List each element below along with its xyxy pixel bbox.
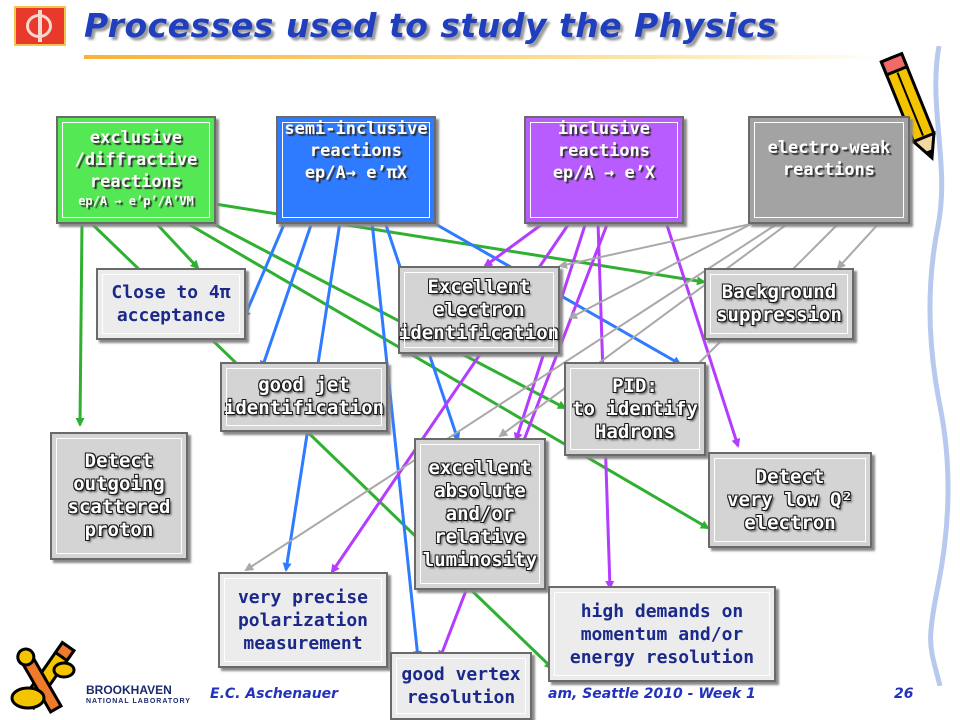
requirement-vertex-text: good vertex resolution [401, 664, 521, 708]
category-inclusive: inclusive reactions ep/A → e’X [524, 116, 684, 224]
arrow-ew-background [836, 221, 881, 270]
requirement-luminosity-text: excellent absolute and/or relative lumin… [422, 456, 538, 571]
lab-logo [14, 6, 66, 46]
requirement-jet-text: good jet identification [223, 374, 385, 419]
requirement-jet: good jet identification [220, 362, 388, 432]
footer-page-number: 26 [894, 686, 914, 702]
requirement-momentum: high demands on momentum and/or energy r… [548, 586, 776, 682]
requirement-polarization-text: very precise polarization measurement [237, 586, 369, 654]
category-exclusive: exclusive /diffractive reactions ep/A → … [56, 116, 216, 224]
requirement-luminosity: excellent absolute and/or relative lumin… [414, 438, 546, 590]
tools-clipart-icon [10, 640, 76, 715]
category-semi-inclusive-label: semi-inclusive reactions ep/A→ e’πX [284, 119, 428, 183]
requirement-low-q2: Detect very low Q² electron [708, 452, 872, 548]
arrow-incl-electron [483, 220, 546, 268]
pencil-icon [879, 51, 936, 162]
slide-title: Processes used to study the Physics [84, 6, 777, 45]
brookhaven-name: BROOKHAVEN [86, 683, 172, 697]
requirement-momentum-text: high demands on momentum and/or energy r… [569, 600, 755, 668]
category-inclusive-label: inclusive reactions ep/A → e’X [552, 119, 656, 183]
arrow-exclusive-proton [75, 221, 85, 427]
requirement-close-4pi-text: Close to 4π acceptance [111, 282, 231, 326]
requirement-low-q2-text: Detect very low Q² electron [727, 465, 853, 534]
category-exclusive-label: exclusive /diffractive reactions [74, 128, 198, 192]
arrow-ew-electron [558, 221, 761, 269]
requirement-pid: PID: to identify Hadrons [564, 362, 706, 456]
requirement-proton-text: Detect outgoing scattered proton [67, 450, 171, 541]
requirement-excellent-electron: Excellent electron identification [398, 266, 560, 354]
requirement-pid-text: PID: to identify Hadrons [572, 374, 698, 443]
logo-bar [38, 10, 42, 42]
arrow-semi-close4pi [242, 221, 287, 320]
category-exclusive-text: exclusive /diffractive reactions ep/A → … [75, 105, 198, 231]
category-semi-inclusive: semi-inclusive reactions ep/A→ e’πX [276, 116, 436, 224]
requirement-vertex: good vertex resolution [390, 652, 532, 720]
category-electroweak: electro-weak reactions [748, 116, 910, 224]
brookhaven-subtitle: NATIONAL LABORATORY [86, 698, 191, 705]
decorative-curl [927, 46, 951, 686]
footer-author: E.C. Aschenauer [210, 686, 339, 702]
requirement-background: Background suppression [704, 268, 854, 340]
footer-program: am, Seattle 2010 - Week 1 [548, 686, 756, 702]
category-electroweak-label: electro-weak reactions [767, 138, 891, 180]
category-exclusive-sub: ep/A → e’p’/A’VM [78, 194, 194, 208]
requirement-proton: Detect outgoing scattered proton [50, 432, 188, 560]
requirement-polarization: very precise polarization measurement [218, 572, 388, 668]
arrow-semi-jet [260, 221, 314, 370]
brookhaven-logo: BROOKHAVEN NATIONAL LABORATORY [86, 683, 191, 706]
requirement-background-text: Background suppression [716, 281, 842, 326]
requirement-excellent-electron-text: Excellent electron identification [398, 275, 560, 344]
title-underline [84, 55, 884, 59]
requirement-close-4pi: Close to 4π acceptance [96, 268, 246, 340]
